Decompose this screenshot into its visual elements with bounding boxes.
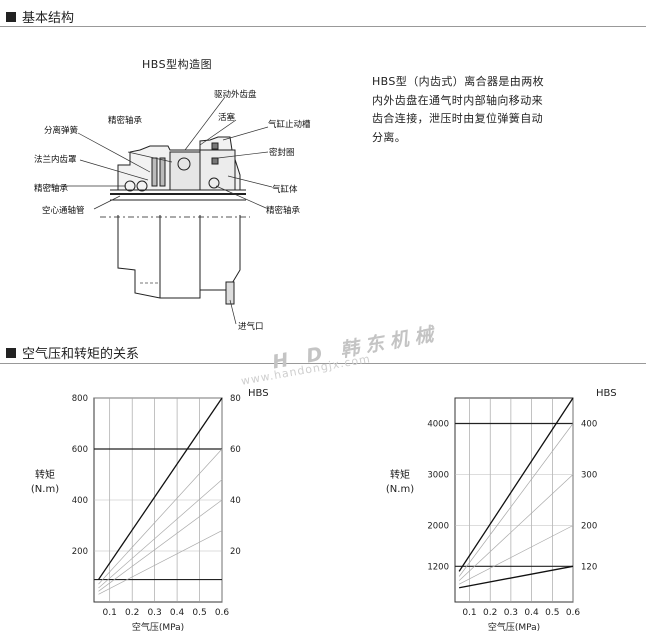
air-inlet-port (225, 281, 235, 305)
x-tick-label: 0.4 (524, 608, 539, 618)
torque-chart-right: 0.1 0.2 0.3 0.4 0.5 0.6 4000 400 3000 300 2000 200 1… (386, 388, 617, 633)
series-line (98, 479, 223, 589)
y-tick-label-right: 120 (581, 562, 597, 572)
x-tick-label: 0.2 (483, 608, 497, 618)
y-tick-label-left: 800 (72, 394, 88, 404)
section-header-torque: 空气压和转矩的关系 (6, 343, 139, 362)
y-tick-label-right: 300 (581, 471, 597, 481)
torque-chart-left: 0.1 0.2 0.3 0.4 0.5 0.6 800 80 600 60 400 40 200 20 转矩… (31, 388, 269, 633)
y-tick-label-left: 600 (72, 445, 88, 455)
y-axis-label: 转矩 (390, 468, 410, 481)
y-tick-label-left: 1200 (427, 562, 449, 572)
x-tick-label: 0.4 (170, 608, 185, 618)
section-title: 基本结构 (22, 11, 75, 26)
series-line (458, 423, 574, 577)
bearing-circle-top (177, 157, 191, 171)
y-tick-label-right: 200 (581, 522, 597, 532)
series-line (458, 525, 574, 585)
label-cylinder-stop-groove: 气缸止动槽 (268, 120, 311, 130)
x-tick-label: 0.3 (504, 608, 518, 618)
label-precision-bearing-right: 精密轴承 (266, 206, 301, 216)
seal-ring-1 (211, 142, 219, 150)
label-drive-outer-gear: 驱动外齿盘 (214, 90, 257, 100)
series-line (97, 397, 223, 580)
x-tick-label: 0.3 (147, 608, 161, 618)
clutch-structure-drawing (48, 96, 273, 325)
x-tick-label: 0.6 (215, 608, 230, 618)
label-separation-spring: 分离弹簧 (44, 126, 79, 136)
section-title: 空气压和转矩的关系 (22, 347, 140, 362)
x-tick-label: 0.2 (125, 608, 139, 618)
label-flange-inner-gear-cover: 法兰内齿罩 (34, 155, 77, 165)
y-axis-unit-label: (N.m) (31, 484, 59, 495)
y-tick-label-left: 400 (72, 496, 88, 506)
section-divider (0, 26, 646, 27)
y-tick-label-left: 200 (72, 547, 88, 557)
y-axis-label: 转矩 (35, 468, 55, 481)
right-axis-title: HBS (596, 388, 617, 399)
bearing-circle-left2 (136, 180, 148, 192)
x-tick-label: 0.5 (192, 608, 206, 618)
x-axis-label: 空气压(MPa) (132, 621, 184, 633)
series-line (98, 448, 223, 585)
plot-frame (454, 397, 574, 603)
square-bullet-icon (6, 11, 16, 22)
y-tick-label-left: 3000 (427, 471, 449, 481)
x-axis-label: 空气压(MPa) (488, 621, 540, 633)
gear-plate-2 (159, 157, 166, 187)
y-tick-label-right: 80 (230, 394, 241, 404)
diagram-title: HBS型构造图 (142, 58, 213, 71)
label-precision-bearing-top: 精密轴承 (108, 116, 143, 126)
label-cylinder-body: 气缸体 (272, 185, 298, 195)
section-divider (0, 363, 646, 364)
label-seal-ring: 密封圈 (269, 148, 295, 158)
y-axis-unit-label: (N.m) (386, 484, 414, 495)
label-piston: 活塞 (218, 113, 236, 123)
cylinder-block (199, 149, 236, 191)
description-text: HBS型（内齿式）离合器是由两枚内外齿盘在通气时内部轴向移动来齿合连接，泄压时由… (372, 75, 545, 144)
y-tick-label-left: 4000 (427, 420, 449, 430)
gear-plate-1 (151, 157, 158, 187)
body-outline (117, 215, 241, 299)
y-tick-label-right: 40 (230, 496, 241, 506)
x-tick-label: 0.1 (103, 608, 117, 618)
label-hollow-shaft-tube: 空心通轴管 (42, 206, 85, 216)
y-tick-label-right: 400 (581, 420, 597, 430)
section-header-structure: 基本结构 (6, 7, 74, 26)
y-tick-label-right: 60 (230, 445, 241, 455)
x-tick-label: 0.6 (566, 608, 581, 618)
series-line (458, 397, 574, 572)
y-tick-label-left: 2000 (427, 522, 449, 532)
bearing-circle-right (208, 177, 220, 189)
x-tick-label: 0.5 (545, 608, 559, 618)
label-air-inlet: 进气口 (238, 322, 264, 332)
series-line (98, 499, 223, 592)
right-axis-title: HBS (248, 388, 269, 399)
series-line (98, 530, 223, 595)
series-line (458, 474, 574, 581)
square-bullet-icon (6, 347, 16, 358)
y-tick-label-right: 20 (230, 547, 241, 557)
label-precision-bearing-left: 精密轴承 (34, 184, 69, 194)
series-line (459, 565, 574, 589)
x-tick-label: 0.1 (462, 608, 476, 618)
seal-ring-2 (211, 157, 219, 165)
